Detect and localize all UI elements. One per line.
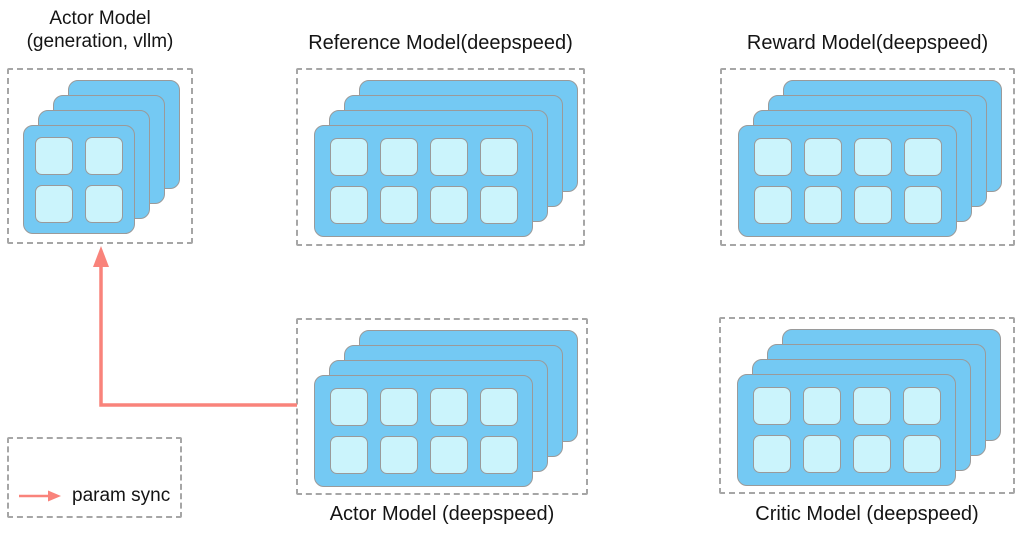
- gpu-cell: [329, 138, 368, 176]
- gpu-cell: [902, 387, 941, 425]
- gpu-cell: [752, 435, 791, 473]
- gpu-cell: [903, 186, 942, 224]
- gpu-cell-grid: [315, 376, 532, 486]
- node-title-actor-vllm: Actor Model (generation, vllm): [0, 7, 200, 53]
- gpu-cell: [852, 435, 891, 473]
- gpu-cell: [429, 436, 468, 474]
- gpu-cell: [852, 387, 891, 425]
- gpu-cell: [35, 184, 73, 223]
- node-box-reward-model: [720, 68, 1015, 246]
- gpu-cell: [429, 138, 468, 176]
- legend-row: param sync: [17, 481, 172, 511]
- gpu-cell: [803, 138, 842, 176]
- gpu-cell: [85, 136, 123, 175]
- gpu-cell: [379, 388, 418, 426]
- title-line-2: (generation, vllm): [26, 31, 174, 52]
- gpu-cell: [802, 435, 841, 473]
- param-sync-arrow-icon: [19, 490, 61, 502]
- gpu-cell: [85, 184, 123, 223]
- gpu-cell: [379, 436, 418, 474]
- gpu-cell: [429, 388, 468, 426]
- gpu-cell: [752, 387, 791, 425]
- gpu-cell: [329, 186, 368, 224]
- gpu-cell: [329, 388, 368, 426]
- gpu-cell-grid: [738, 375, 955, 485]
- gpu-cell: [802, 387, 841, 425]
- gpu-cell: [479, 388, 518, 426]
- node-title-critic-model-deepspeed: Critic Model (deepspeed): [755, 503, 979, 525]
- gpu-card: [737, 374, 956, 486]
- title-line-1: Actor Model: [49, 8, 151, 29]
- node-title-reference-model: Reference Model(deepspeed): [308, 32, 573, 54]
- node-box-reference-model: [296, 68, 585, 246]
- gpu-cell: [35, 136, 73, 175]
- gpu-cell: [753, 186, 792, 224]
- node-box-actor-model-deepspeed: [296, 318, 588, 495]
- gpu-card: [738, 125, 957, 237]
- gpu-cell-grid: [739, 126, 956, 236]
- gpu-cell: [429, 186, 468, 224]
- gpu-cell-grid: [24, 126, 134, 233]
- node-box-critic-model-deepspeed: [719, 317, 1015, 494]
- gpu-card: [23, 125, 135, 234]
- gpu-cell: [479, 186, 518, 224]
- gpu-cell: [853, 138, 892, 176]
- legend-label: param sync: [72, 485, 171, 506]
- node-box-actor-vllm: [7, 68, 193, 244]
- gpu-cell: [379, 186, 418, 224]
- gpu-cell: [329, 436, 368, 474]
- gpu-card: [314, 125, 533, 237]
- gpu-cell: [902, 435, 941, 473]
- gpu-cell: [479, 138, 518, 176]
- gpu-cell: [379, 138, 418, 176]
- gpu-cell: [853, 186, 892, 224]
- gpu-cell-grid: [315, 126, 532, 236]
- gpu-card: [314, 375, 533, 487]
- gpu-cell: [479, 436, 518, 474]
- gpu-cell: [903, 138, 942, 176]
- gpu-cell: [753, 138, 792, 176]
- legend-box: param sync: [7, 437, 182, 518]
- node-title-actor-model-deepspeed: Actor Model (deepspeed): [329, 503, 555, 525]
- gpu-cell: [803, 186, 842, 224]
- node-title-reward-model: Reward Model(deepspeed): [746, 32, 989, 54]
